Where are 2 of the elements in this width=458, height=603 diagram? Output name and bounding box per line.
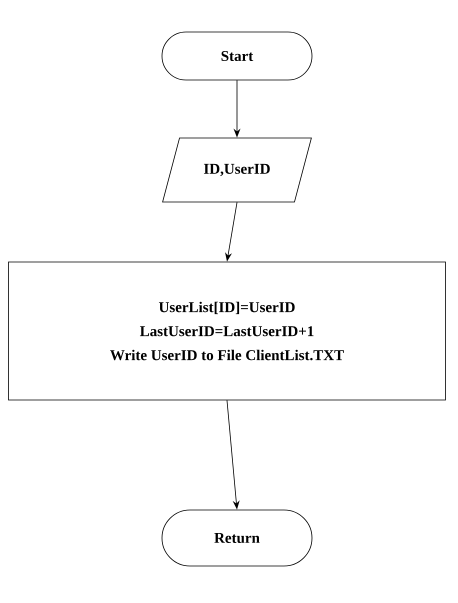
input-parallelogram: ID,UserID (162, 138, 312, 202)
process-box: UserList[ID]=UserID LastUserID=LastUserID+1 Write UserID to File ClientList.TXT (8, 262, 446, 400)
